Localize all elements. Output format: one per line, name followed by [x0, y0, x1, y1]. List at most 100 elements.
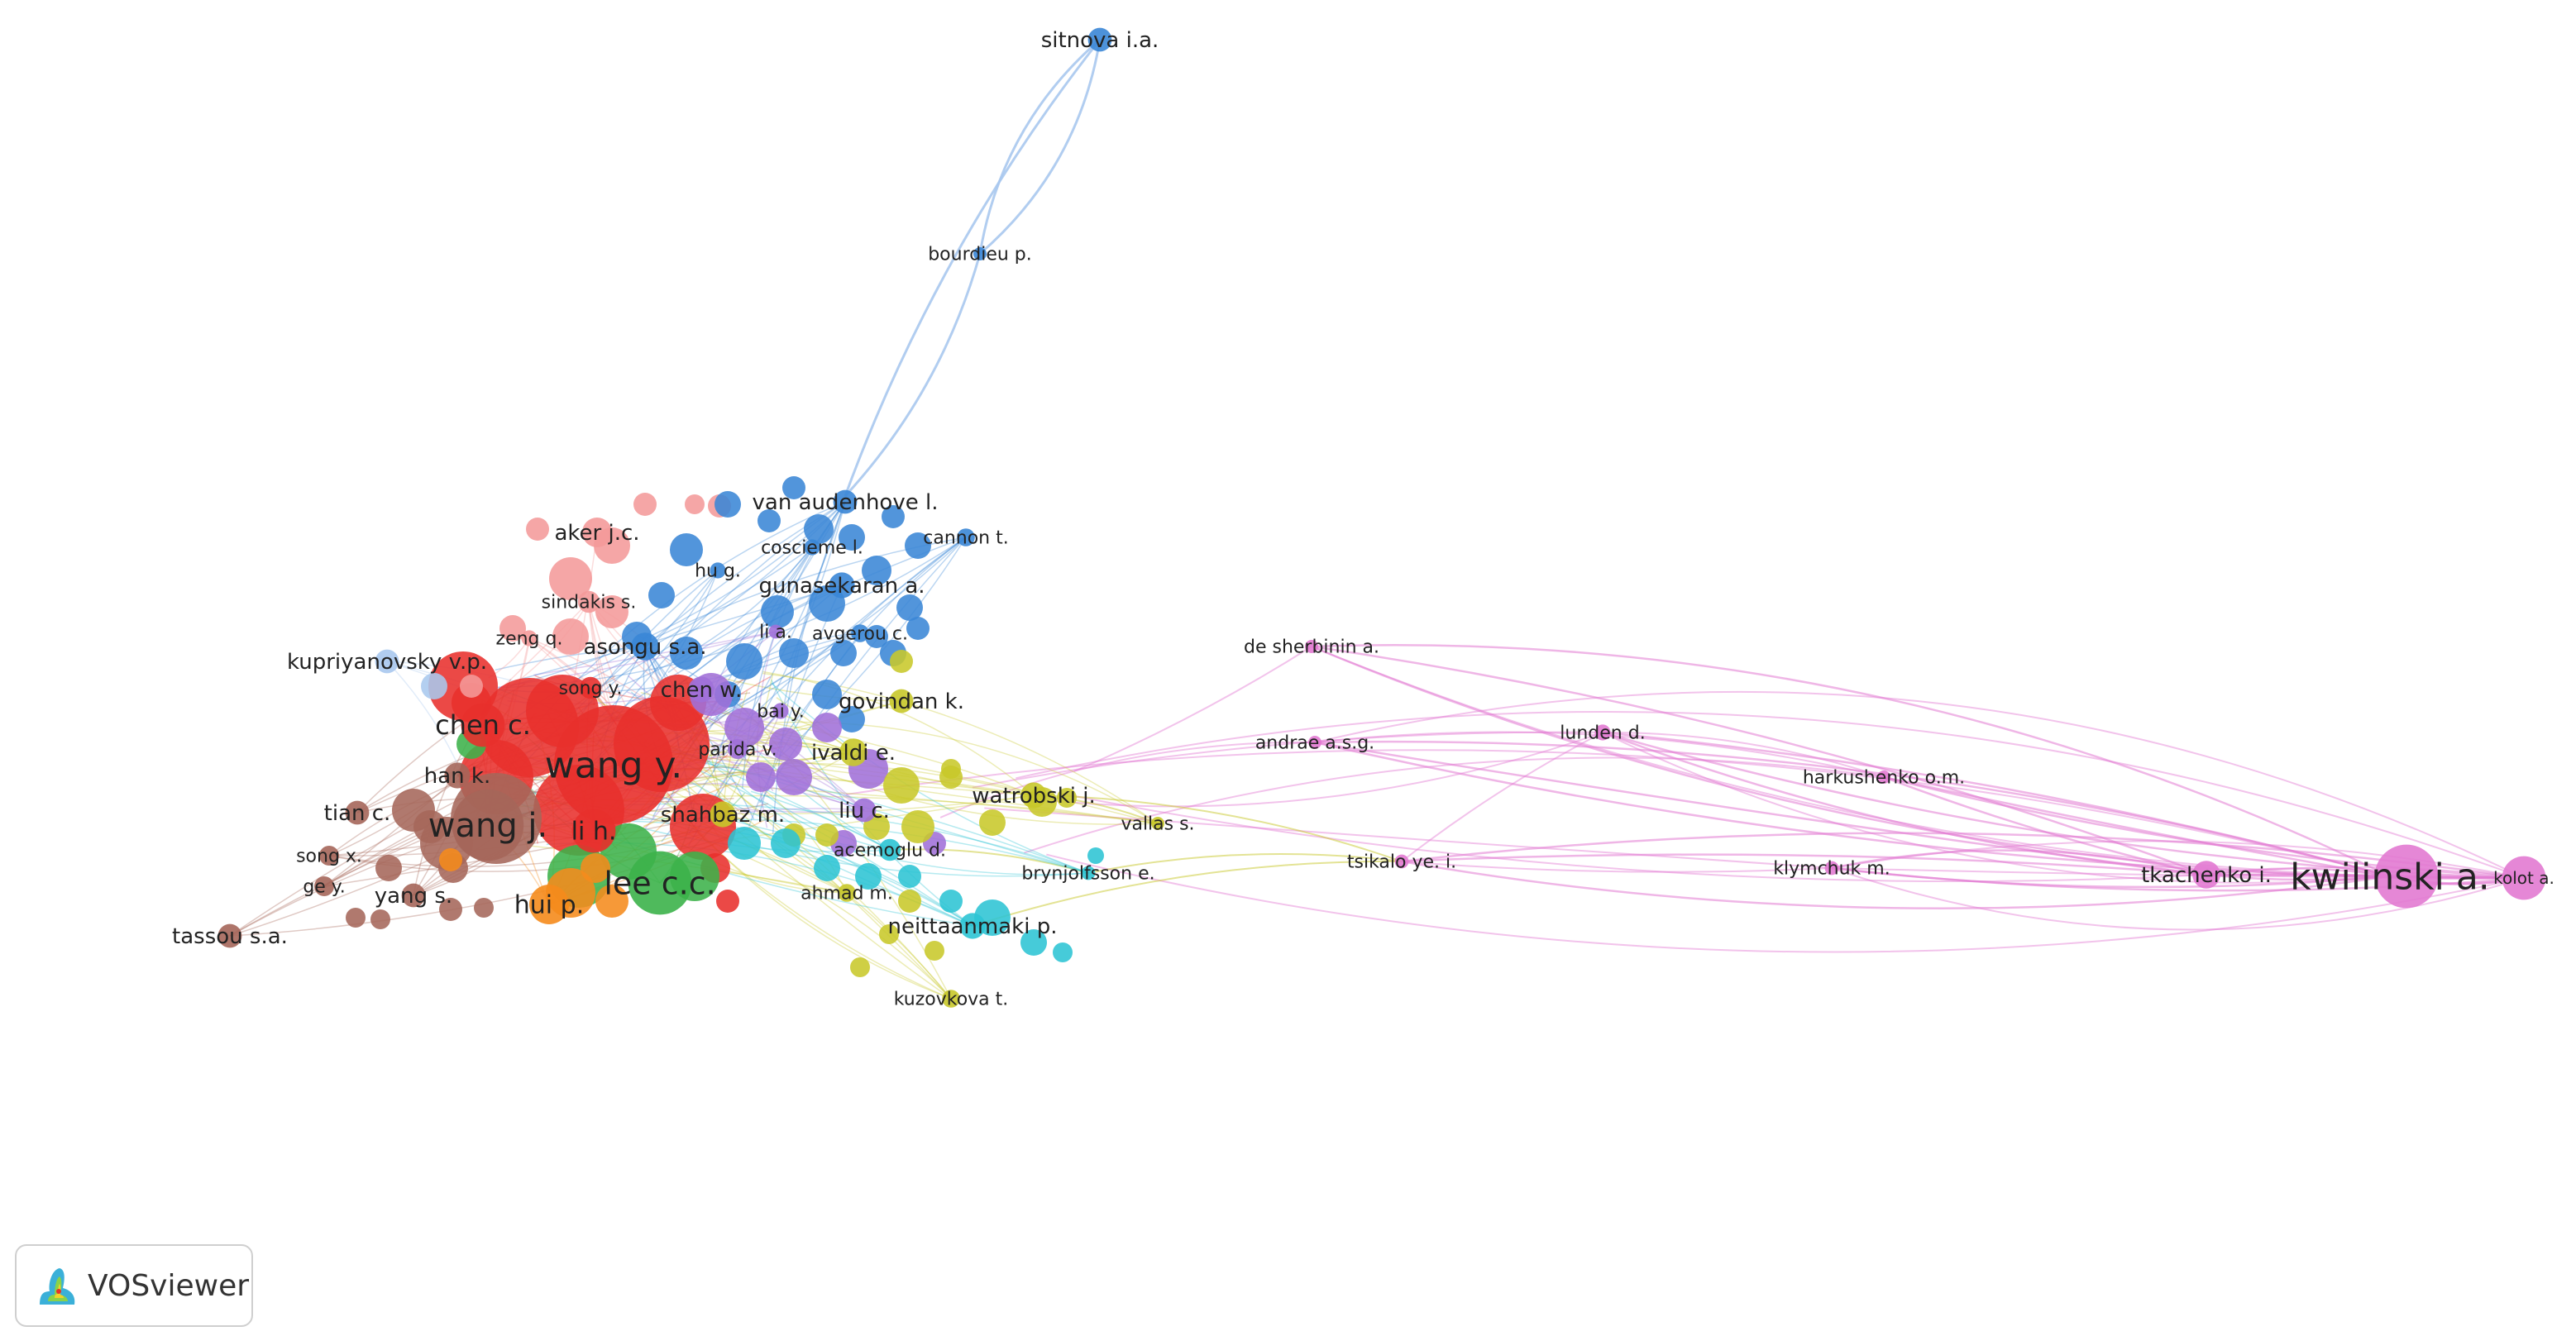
network-node-brynjolfsson-e[interactable]	[1081, 866, 1096, 880]
network-node-ge-y[interactable]	[314, 876, 334, 896]
network-node-song-x[interactable]	[319, 846, 339, 866]
network-node-wang-y[interactable]	[554, 705, 673, 824]
network-node-van-audenhove-l[interactable]	[833, 489, 858, 514]
network-node-parida-v[interactable]	[728, 739, 748, 759]
network-node-kupriyanovsky-v-p[interactable]	[375, 649, 399, 674]
network-node[interactable]	[882, 505, 905, 528]
network-node[interactable]	[346, 908, 366, 928]
network-node[interactable]	[552, 618, 589, 655]
network-node[interactable]	[839, 706, 865, 732]
network-node-asongu-s-a[interactable]	[631, 632, 659, 661]
network-node[interactable]	[549, 557, 592, 600]
network-node[interactable]	[595, 885, 628, 918]
network-node-vallas-s[interactable]	[1151, 817, 1164, 830]
network-node[interactable]	[439, 898, 462, 921]
network-node-klymchuk-m[interactable]	[1824, 861, 1839, 876]
network-node-avgerou-c[interactable]	[851, 624, 869, 642]
network-node[interactable]	[670, 637, 703, 670]
network-node-tian-c[interactable]	[345, 800, 370, 825]
network-node[interactable]	[595, 595, 628, 628]
network-node[interactable]	[716, 890, 739, 913]
network-node[interactable]	[648, 582, 675, 608]
network-node-kolot-a[interactable]	[2502, 856, 2546, 900]
network-node[interactable]	[421, 673, 447, 699]
network-node-harkushenko-o-m[interactable]	[1877, 771, 1890, 784]
network-node[interactable]	[855, 863, 882, 890]
network-node[interactable]	[906, 617, 930, 640]
network-node[interactable]	[839, 524, 865, 551]
network-node-bourdieu-p[interactable]	[973, 247, 987, 260]
network-node-lunden-d[interactable]	[1594, 724, 1611, 741]
network-node[interactable]	[685, 494, 705, 514]
network-node-tkachenko-i[interactable]	[2192, 861, 2220, 889]
network-node-yang-s[interactable]	[401, 883, 426, 908]
network-node-kuzovkova-t[interactable]	[942, 990, 960, 1008]
network-node[interactable]	[898, 865, 921, 888]
network-node[interactable]	[896, 594, 923, 621]
network-node[interactable]	[526, 518, 549, 541]
network-node-coscieme-l[interactable]	[804, 539, 820, 556]
network-node[interactable]	[769, 728, 802, 761]
network-node[interactable]	[898, 890, 921, 913]
network-node[interactable]	[724, 708, 764, 747]
network-node[interactable]	[413, 810, 447, 843]
network-node-han-k[interactable]	[444, 762, 471, 789]
network-node-govindan-k[interactable]	[889, 689, 914, 713]
network-node[interactable]	[862, 556, 891, 585]
network-node-cannon-t[interactable]	[957, 528, 975, 546]
network-node-tsikalo-ye-i[interactable]	[1394, 854, 1409, 869]
network-node-shahbaz-m[interactable]	[710, 801, 736, 828]
network-node-gunasekaran-a[interactable]	[829, 572, 855, 599]
network-node[interactable]	[883, 767, 920, 804]
network-node-sindakis-s[interactable]	[577, 590, 600, 613]
network-node[interactable]	[375, 855, 402, 881]
network-node[interactable]	[905, 532, 931, 559]
network-node[interactable]	[726, 643, 762, 680]
network-node[interactable]	[474, 898, 494, 918]
network-node[interactable]	[581, 853, 610, 883]
network-node-andrae-a-s-g[interactable]	[1308, 736, 1321, 749]
network-node-de-sherbinin-a[interactable]	[1305, 640, 1318, 653]
network-node-ahmad-m[interactable]	[838, 884, 856, 902]
network-node[interactable]	[1020, 929, 1047, 956]
network-node[interactable]	[814, 855, 840, 881]
network-node[interactable]	[460, 675, 483, 698]
network-node-kwilinski-a[interactable]	[2374, 844, 2439, 909]
network-node-acemoglu-d[interactable]	[878, 838, 901, 861]
network-node-chen-w[interactable]	[688, 676, 714, 703]
network-node-bai-y[interactable]	[772, 703, 789, 719]
network-node[interactable]	[804, 514, 834, 544]
network-node[interactable]	[815, 823, 839, 847]
network-node-neittaanmaki-p[interactable]	[959, 913, 986, 939]
network-node[interactable]	[901, 810, 934, 843]
network-node[interactable]	[776, 759, 812, 795]
network-node-li-h[interactable]	[571, 809, 616, 853]
network-node[interactable]	[925, 941, 944, 961]
network-node[interactable]	[499, 615, 526, 642]
network-node[interactable]	[771, 828, 801, 858]
network-node[interactable]	[670, 533, 703, 566]
network-node[interactable]	[370, 909, 390, 929]
network-node[interactable]	[758, 509, 781, 532]
network-node[interactable]	[865, 625, 888, 648]
network-node-tassou-s-a[interactable]	[217, 923, 242, 948]
network-node[interactable]	[812, 713, 842, 742]
network-node[interactable]	[879, 924, 899, 944]
network-node-watrobski-j[interactable]	[1020, 782, 1047, 809]
network-node-li-a[interactable]	[768, 624, 783, 639]
network-node[interactable]	[439, 848, 462, 871]
network-node-lee-c-c[interactable]	[628, 851, 692, 915]
vosviewer-logo-badge[interactable]: VOSviewer	[15, 1244, 253, 1327]
network-node-chen-c[interactable]	[461, 703, 505, 747]
network-node[interactable]	[830, 640, 857, 666]
network-node-liu-c[interactable]	[852, 798, 877, 823]
network-node[interactable]	[939, 890, 963, 913]
network-node-song-y[interactable]	[579, 676, 602, 699]
network-node-hui-p[interactable]	[529, 885, 569, 924]
network-node[interactable]	[941, 759, 961, 779]
network-node-wang-j[interactable]	[452, 789, 524, 861]
network-node[interactable]	[728, 827, 761, 860]
network-node[interactable]	[890, 650, 913, 673]
network-node[interactable]	[633, 493, 657, 516]
